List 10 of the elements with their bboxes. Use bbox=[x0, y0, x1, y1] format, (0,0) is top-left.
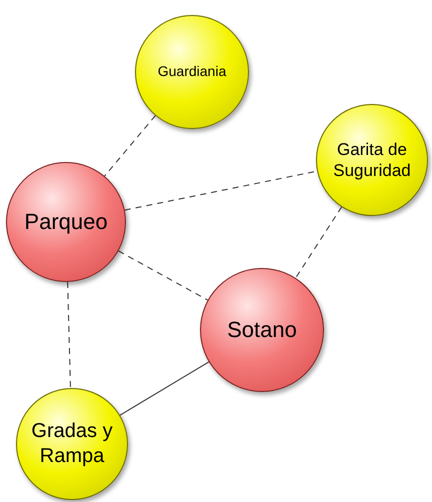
connector-line bbox=[295, 206, 342, 278]
connector-line bbox=[104, 115, 156, 177]
node-label: Guardiania bbox=[156, 63, 228, 81]
node-label: Garita de Suguridad bbox=[332, 138, 412, 182]
connector-line bbox=[120, 361, 210, 416]
connector-line bbox=[67, 281, 71, 389]
node-label: Parqueo bbox=[23, 208, 109, 236]
connector-line bbox=[118, 250, 208, 301]
node-label: Sotano bbox=[226, 316, 298, 344]
node-label: Gradas y Rampa bbox=[30, 419, 114, 469]
